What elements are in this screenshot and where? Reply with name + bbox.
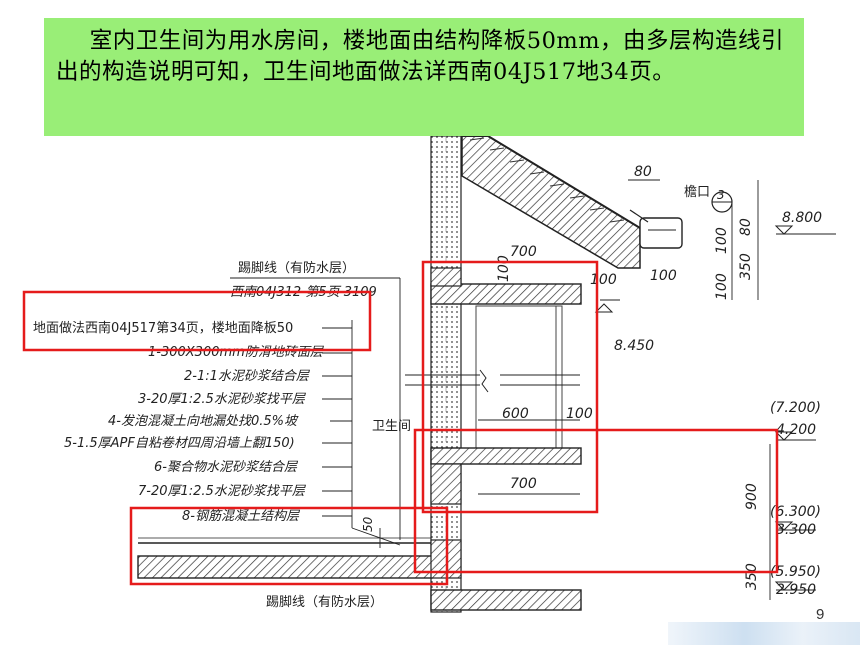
layer-5: 5-1.5厚APF自粘卷材四周沿墙上翻150) — [64, 436, 295, 451]
dim-100-side1: 100 — [714, 227, 730, 254]
elev-5950: (5.950) — [770, 564, 821, 580]
upper-slab — [430, 283, 582, 305]
highlight-elevation-pair — [413, 428, 779, 574]
footer-decoration — [668, 622, 860, 645]
dim-700-mid: 700 — [510, 476, 537, 492]
elev-8800: 8.800 — [782, 210, 822, 226]
dim-700-top: 700 — [510, 244, 537, 260]
elev-6300: (6.300) — [770, 504, 821, 520]
layer-7: 7-20厚1:2.5水泥砂浆找平层 — [138, 484, 307, 499]
highlight-upper-detail — [421, 260, 599, 514]
elev-4200: 4.200 — [776, 422, 816, 438]
dim-80-side: 80 — [738, 218, 754, 236]
dim-80-top: 80 — [634, 164, 652, 180]
elev-2950: 2.950 — [776, 582, 816, 598]
room-name: 卫生间 — [372, 419, 411, 434]
dim-600: 600 — [502, 406, 529, 422]
dim-100-mid: 100 — [566, 406, 593, 422]
dim-100-a: 100 — [590, 272, 617, 288]
skirting-top-label: 踢脚线（有防水层） — [238, 260, 355, 276]
callout-text: 室内卫生间为用水房间，楼地面由结构降板50mm，由多层构造线引出的构造说明可知，… — [56, 28, 785, 85]
lower-slab — [430, 589, 582, 611]
elev-3300: 3.300 — [776, 522, 816, 538]
roof-slab — [461, 135, 641, 269]
elev-7200: (7.200) — [770, 400, 821, 416]
dim-900: 900 — [744, 483, 760, 510]
middle-slab — [430, 447, 582, 465]
layer-6: 6-聚合物水泥砂浆结合层 — [154, 460, 299, 475]
page-number: 9 — [816, 606, 825, 623]
highlight-floor-spec — [22, 290, 372, 352]
dim-350-bot: 350 — [744, 563, 760, 590]
eave-label: 檐口 — [684, 185, 710, 200]
elev-8450: 8.450 — [614, 338, 654, 354]
dim-100-side2: 100 — [714, 273, 730, 300]
detail-number: 3 — [717, 188, 725, 202]
highlight-bathroom-floor — [129, 506, 449, 586]
layer-8: 8-钢筋混凝土结构层 — [182, 509, 301, 524]
bathroom-floor-slab — [137, 555, 433, 579]
explanation-callout: 室内卫生间为用水房间，楼地面由结构降板50mm，由多层构造线引出的构造说明可知，… — [44, 18, 804, 136]
skirting-bottom-label: 踢脚线（有防水层） — [266, 594, 383, 610]
eave-gutter — [639, 217, 683, 249]
layer-1: 1-300X300mm防滑地砖面层 — [148, 345, 325, 360]
dim-50: 50 — [361, 516, 375, 532]
floor-spec-label: 地面做法西南04J517第34页，楼地面降板50 — [33, 320, 293, 336]
dim-100-b: 100 — [650, 268, 677, 284]
layer-3: 3-20厚1:2.5水泥砂浆找平层 — [138, 392, 307, 407]
layer-4: 4-发泡混凝土向地漏处找0.5%坡 — [108, 414, 299, 429]
layer-2: 2-1:1水泥砂浆结合层 — [184, 369, 311, 384]
dim-100-c: 100 — [496, 255, 512, 282]
dim-350-side: 350 — [738, 253, 754, 280]
